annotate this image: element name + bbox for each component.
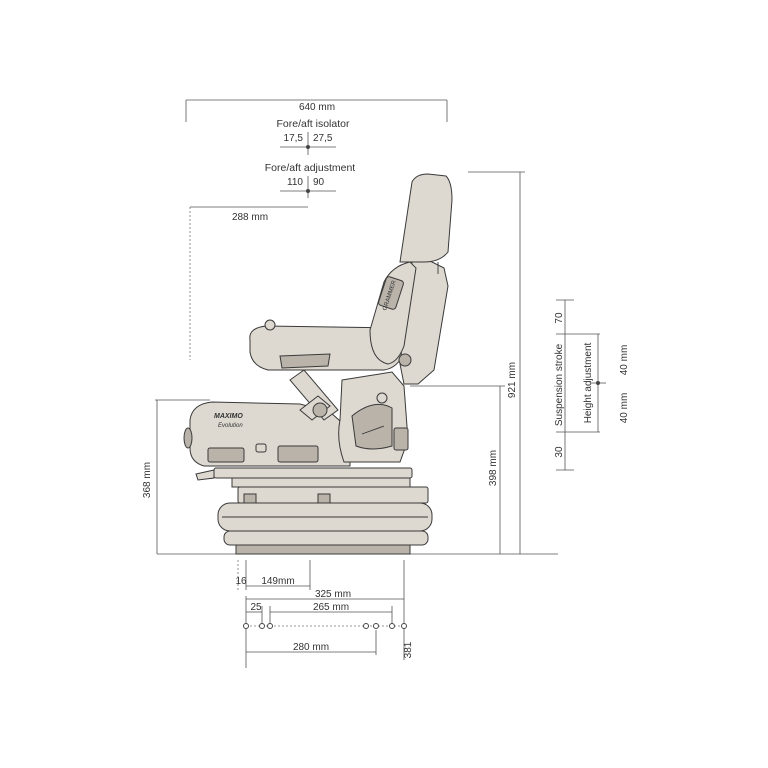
height-adj-label: Height adjustment (583, 342, 594, 423)
suspension-label: Suspension stroke (554, 343, 565, 426)
base-25-label: 25 (250, 602, 262, 613)
mount-hole (389, 623, 395, 629)
mount-hole (243, 623, 249, 629)
isolator-rear-value: 27,5 (313, 133, 333, 144)
dim-height-total: 921 mm (468, 171, 525, 554)
suspension-bottom-value: 30 (554, 446, 565, 458)
base-16-label: 16 (235, 576, 247, 587)
mount-hole (267, 623, 273, 629)
base-381-label: 381 (403, 641, 414, 658)
brand-badge-line1: MAXIMO (214, 413, 243, 420)
headrest (399, 173, 453, 263)
mount-hole (363, 623, 369, 629)
dim-height-cushion: 368 mm (142, 399, 210, 554)
mount-hole (401, 623, 407, 629)
adjust-rear-value: 90 (313, 177, 325, 188)
backrest-cushion (369, 261, 417, 365)
dim-width-total: 640 mm (185, 99, 448, 122)
adjust-front-value: 110 (287, 177, 303, 188)
brand-badge-line2: Evolution (218, 423, 243, 429)
isolator-label: Fore/aft isolator (277, 118, 350, 130)
mount-hole (373, 623, 379, 629)
height-adj-top-value: 40 mm (619, 345, 630, 376)
height-total-label: 921 mm (507, 362, 518, 398)
base-265-label: 265 mm (313, 602, 349, 613)
mount-hole (259, 623, 265, 629)
slide-rails (213, 467, 413, 479)
seat-illustration: MAXIMO Evolution GRAMMER (183, 173, 453, 555)
dim-suspension: 70 Suspension stroke 30 Height adjustmen… (554, 299, 630, 471)
dim-backrest-offset: 288 mm (189, 206, 308, 360)
suspension-top-value: 70 (554, 312, 565, 324)
height-sip-label: 398 mm (488, 450, 499, 486)
width-total-label: 640 mm (299, 102, 335, 113)
base-325-label: 325 mm (315, 589, 351, 600)
dim-height-sip: 398 mm (410, 385, 505, 554)
dim-fore-aft-adjustment: Fore/aft adjustment 110 90 (265, 162, 356, 198)
base-149-label: 149mm (261, 576, 294, 587)
isolator-front-value: 17,5 (284, 133, 304, 144)
height-cushion-label: 368 mm (142, 462, 153, 498)
base-280-label: 280 mm (293, 642, 329, 653)
dim-fore-aft-isolator: Fore/aft isolator 17,5 27,5 (277, 118, 350, 155)
height-adj-bottom-value: 40 mm (619, 393, 630, 424)
backrest-offset-label: 288 mm (232, 212, 268, 223)
dim-base: 16 149mm 325 mm 25 265 mm 280 mm 381 (235, 560, 414, 668)
adjust-label: Fore/aft adjustment (265, 162, 356, 174)
